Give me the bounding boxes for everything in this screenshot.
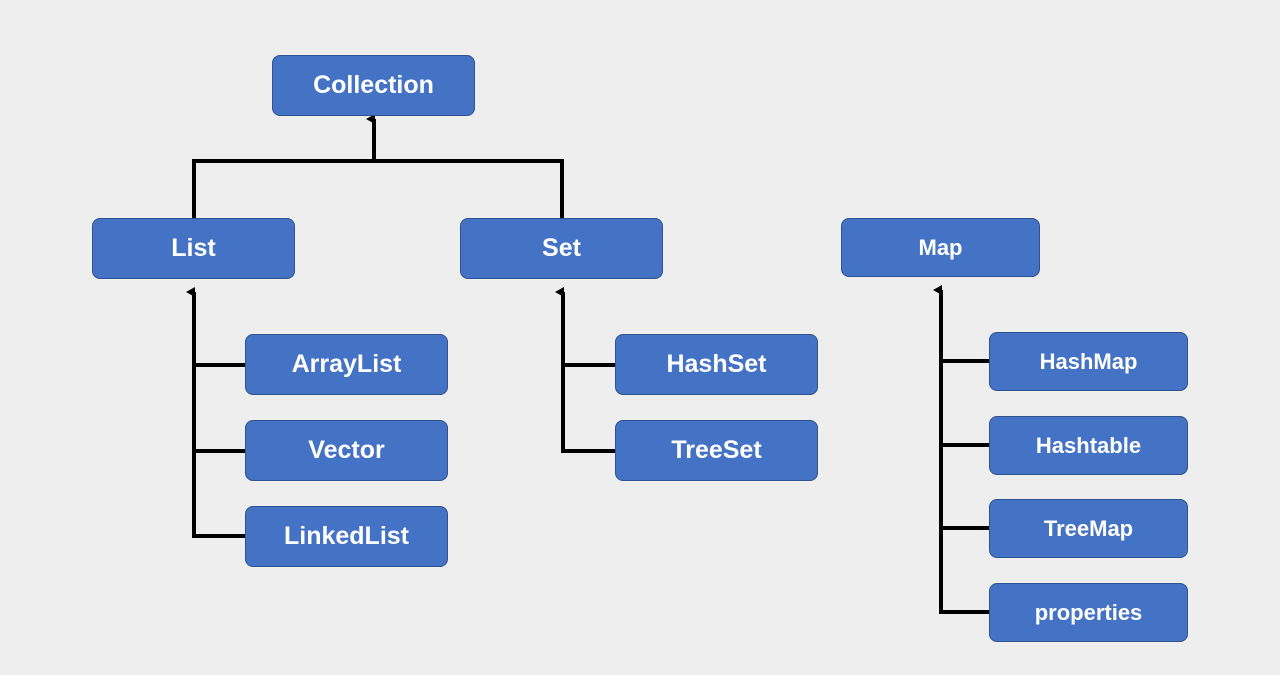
node-list: List <box>92 218 295 279</box>
node-hashset: HashSet <box>615 334 818 395</box>
node-vector: Vector <box>245 420 448 481</box>
node-treeset: TreeSet <box>615 420 818 481</box>
connector-list-set-to-collection <box>192 159 564 218</box>
node-hashmap: HashMap <box>989 332 1188 391</box>
node-treemap: TreeMap <box>989 499 1188 558</box>
node-hashtable: Hashtable <box>989 416 1188 475</box>
node-collection: Collection <box>272 55 475 116</box>
node-properties: properties <box>989 583 1188 642</box>
node-set: Set <box>460 218 663 279</box>
node-linkedlist: LinkedList <box>245 506 448 567</box>
node-arraylist: ArrayList <box>245 334 448 395</box>
node-map: Map <box>841 218 1040 277</box>
